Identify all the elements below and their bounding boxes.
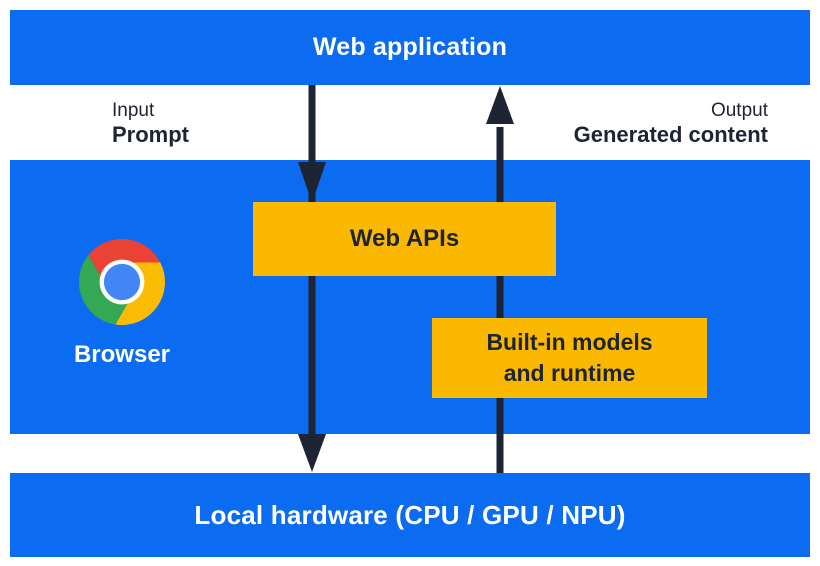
web-apis-label: Web APIs bbox=[349, 225, 460, 252]
web-apis-box: Web APIs bbox=[253, 202, 556, 276]
down-arrowhead-upper bbox=[298, 162, 326, 203]
input-value-label: Prompt bbox=[112, 122, 189, 147]
chrome-logo-icon bbox=[79, 239, 165, 325]
up-arrowhead bbox=[486, 86, 514, 124]
input-labels: Input Prompt bbox=[112, 99, 189, 147]
browser-label: Browser bbox=[73, 341, 171, 368]
builtin-models-label-line1: Built-in models bbox=[486, 329, 653, 355]
output-value-label: Generated content bbox=[573, 122, 768, 147]
local-hardware-label: Local hardware (CPU / GPU / NPU) bbox=[194, 499, 626, 530]
input-label: Input bbox=[112, 100, 155, 121]
builtin-models-label-line2: and runtime bbox=[503, 360, 636, 386]
web-application-bar: Web application bbox=[10, 10, 810, 85]
local-hardware-bar: Local hardware (CPU / GPU / NPU) bbox=[10, 473, 810, 557]
down-arrowhead-lower bbox=[298, 434, 326, 472]
output-label: Output bbox=[710, 100, 768, 121]
output-labels: Output Generated content bbox=[574, 99, 768, 147]
web-application-label: Web application bbox=[312, 33, 508, 61]
builtin-models-box: Built-in models and runtime bbox=[432, 318, 707, 398]
